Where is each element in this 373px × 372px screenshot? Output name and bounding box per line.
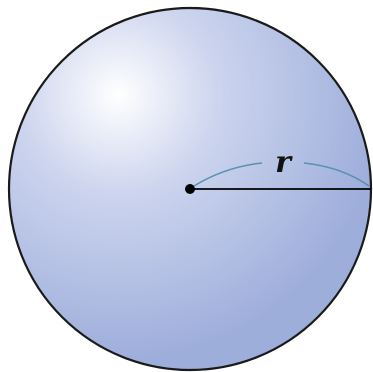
dimension-arc-right <box>303 162 370 187</box>
radius-label: r <box>275 145 293 180</box>
center-point <box>185 184 195 194</box>
dimension-arc-left <box>193 162 263 187</box>
